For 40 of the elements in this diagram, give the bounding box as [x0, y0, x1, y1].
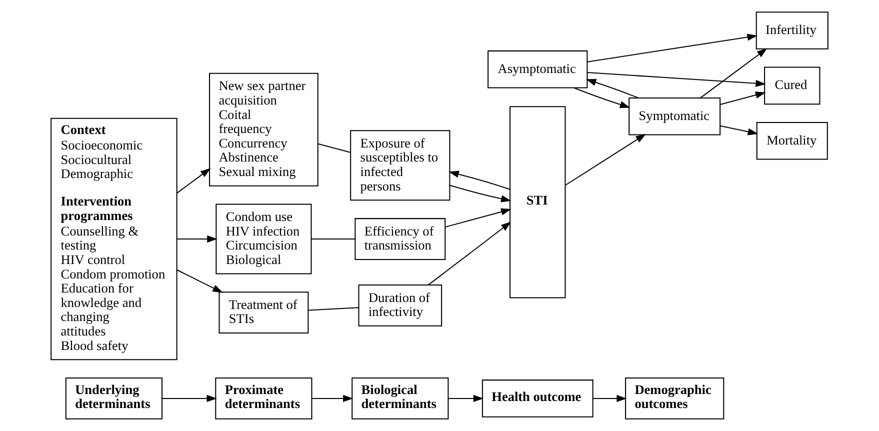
node-box: Duration of infectivity — [358, 284, 442, 326]
node-box: Cured — [764, 66, 820, 105]
arrow — [312, 394, 354, 402]
node-box: Symptomatic — [628, 97, 721, 136]
arrow — [176, 270, 223, 293]
arrow — [586, 78, 638, 98]
node-box: Demographic outcomes — [625, 378, 724, 420]
connector — [311, 238, 355, 240]
node-box: Efficiency of transmission — [354, 218, 446, 260]
connector — [308, 307, 358, 311]
node-box: Asymptomatic — [488, 50, 588, 88]
arrow — [720, 92, 766, 105]
arrow — [593, 394, 627, 402]
node-box: New sex partner acquisition Coital frequency Concurrency Abstinence Sexual mixing — [209, 72, 318, 186]
connector — [318, 143, 350, 153]
node-box: Treatment of STIs — [218, 292, 309, 334]
arrow — [565, 134, 646, 186]
node-box: Proximate determinants — [215, 378, 312, 420]
node-box: Biological determinants — [352, 378, 449, 420]
node-box: Exposure of susceptibles to infected persons — [350, 130, 450, 201]
arrow — [587, 72, 766, 87]
node-box: Context Socioeconomic Sociocultural Demographic Intervention programmes Counselling & testing HIV control Condom promotion Education for knowledge and changing attitudes Blood safety — [50, 118, 178, 360]
arrow — [162, 394, 218, 402]
node-box: Condom use HIV infection Circumcision Biological — [216, 204, 312, 274]
arrow — [450, 184, 512, 202]
arrow — [445, 208, 512, 228]
arrow — [428, 222, 512, 286]
arrow — [176, 168, 211, 194]
node-box: Infertility — [756, 12, 828, 50]
arrow — [587, 34, 758, 62]
node-box: Health outcome — [482, 380, 594, 418]
node-box: Underlying determinants — [65, 378, 162, 420]
arrow — [720, 125, 758, 136]
node-box: STI — [510, 106, 566, 298]
arrow — [574, 87, 630, 108]
node-box: Mortality — [756, 122, 828, 160]
arrow — [177, 235, 218, 243]
arrow — [700, 48, 768, 98]
arrow — [448, 170, 510, 190]
arrow — [448, 394, 484, 402]
